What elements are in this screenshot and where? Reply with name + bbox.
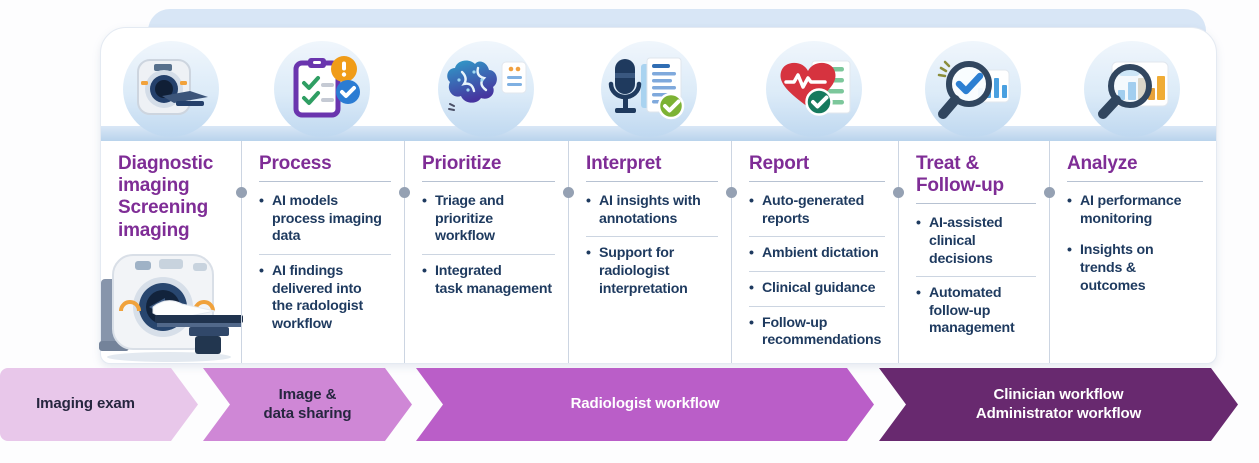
- ct-scanner-illustration: [99, 254, 243, 362]
- brain-icon: [447, 60, 527, 111]
- divider-dot: [236, 187, 247, 198]
- title-underline: [916, 203, 1036, 205]
- title-underline: [749, 181, 885, 183]
- title-underline: [259, 181, 391, 183]
- stage-column-interpret: Interpret AI insights with annotations S…: [563, 141, 731, 363]
- bullet-separator: [749, 271, 885, 273]
- stage-title: Process: [259, 153, 332, 174]
- stage-bullet: Insights on trends & outcomes: [1067, 242, 1203, 295]
- divider-dot: [893, 187, 904, 198]
- stage-title: Analyze: [1067, 153, 1138, 174]
- stage-bullet: Automated follow-up management: [916, 285, 1036, 338]
- bullet-separator: [749, 236, 885, 238]
- flow-step-clinician-administrator-workflow: Clinician workflow Administrator workflo…: [879, 368, 1238, 441]
- stage-icon-circle: [925, 41, 1021, 137]
- stage-bullet: AI-assisted clinical decisions: [916, 215, 1036, 268]
- stage-bullet: Support for radiologist interpretation: [586, 245, 718, 298]
- flow-step-image-data-sharing: Image & data sharing: [203, 368, 412, 441]
- icon-band: [101, 28, 1216, 141]
- flow-step-imaging-exam: Imaging exam: [0, 368, 198, 441]
- stage-icon-circle: [766, 41, 862, 137]
- stage-icon-circle: [601, 41, 697, 137]
- stage-title: Report: [749, 153, 810, 174]
- stage-title: Interpret: [586, 153, 662, 174]
- title-underline: [1067, 181, 1203, 183]
- flow-step-label: Clinician workflow Administrator workflo…: [975, 385, 1142, 422]
- stage-bullet: Clinical guidance: [749, 280, 885, 298]
- bullet-separator: [259, 254, 391, 256]
- divider-dot: [1044, 187, 1055, 198]
- microphone-report-icon: [608, 57, 685, 120]
- stage-title: Diagnostic imaging Screening imaging: [118, 153, 214, 241]
- ct-scanner-icon: [137, 59, 208, 115]
- bullet-separator: [749, 305, 885, 307]
- divider-dot: [563, 187, 574, 198]
- stage-bullet: Follow-up recommendations: [749, 315, 885, 350]
- stage-icon-circle: [274, 41, 370, 137]
- title-underline: [586, 181, 718, 183]
- bullet-separator: [586, 236, 718, 238]
- stage-bullet: Auto-generated reports: [749, 193, 885, 228]
- stage-column-report: Report Auto-generated reports Ambient di…: [726, 141, 898, 363]
- checklist-alert-icon: [293, 56, 360, 118]
- flow-step-label: Imaging exam: [36, 395, 135, 413]
- stage-bullet: AI models process imaging data: [259, 193, 391, 246]
- stage-bullet: AI insights with annotations: [586, 193, 718, 228]
- flow-step-label: Image & data sharing: [263, 385, 352, 422]
- divider-dot: [726, 187, 737, 198]
- stage-columns: Diagnostic imaging Screening imaging: [99, 141, 1216, 363]
- stage-title: Prioritize: [422, 153, 502, 174]
- workflow-card: Diagnostic imaging Screening imaging: [99, 27, 1217, 364]
- stage-column-prioritize: Prioritize Triage and prioritize workflo…: [399, 141, 568, 363]
- stage-icon-circle: [123, 41, 219, 137]
- stage-bullet: AI findings delivered into the radologis…: [259, 263, 391, 333]
- stage-bullet: AI performance monitoring: [1067, 193, 1203, 228]
- stage-column-analyze: Analyze AI performance monitoring Insigh…: [1044, 141, 1216, 363]
- stage-column-process: Process AI models process imaging data A…: [236, 141, 404, 363]
- stage-bullet: Ambient dictation: [749, 245, 885, 263]
- magnifier-check-icon: [937, 60, 1010, 119]
- flow-step-radiologist-workflow: Radiologist workflow: [416, 368, 874, 441]
- stage-icon-circle: [1084, 41, 1180, 137]
- stage-column-treat-follow-up: Treat & Follow-up AI-assisted clinical d…: [893, 141, 1049, 363]
- flow-step-label: Radiologist workflow: [570, 395, 720, 413]
- heart-pulse-icon: [780, 60, 851, 116]
- stage-bullet: Triage and prioritize workflow: [422, 193, 555, 246]
- stage-icon-circle: [438, 41, 534, 137]
- title-underline: [422, 181, 555, 183]
- stage-title: Treat & Follow-up: [916, 153, 1004, 197]
- magnifier-chart-icon: [1098, 61, 1169, 119]
- stage-column-imaging: Diagnostic imaging Screening imaging: [99, 141, 243, 363]
- divider-dot: [399, 187, 410, 198]
- stage-bullet: Integrated task management: [422, 263, 555, 298]
- bullet-separator: [916, 276, 1036, 278]
- flow-bar: Imaging exam Image & data sharing Radiol…: [0, 368, 1259, 441]
- bullet-separator: [422, 254, 555, 256]
